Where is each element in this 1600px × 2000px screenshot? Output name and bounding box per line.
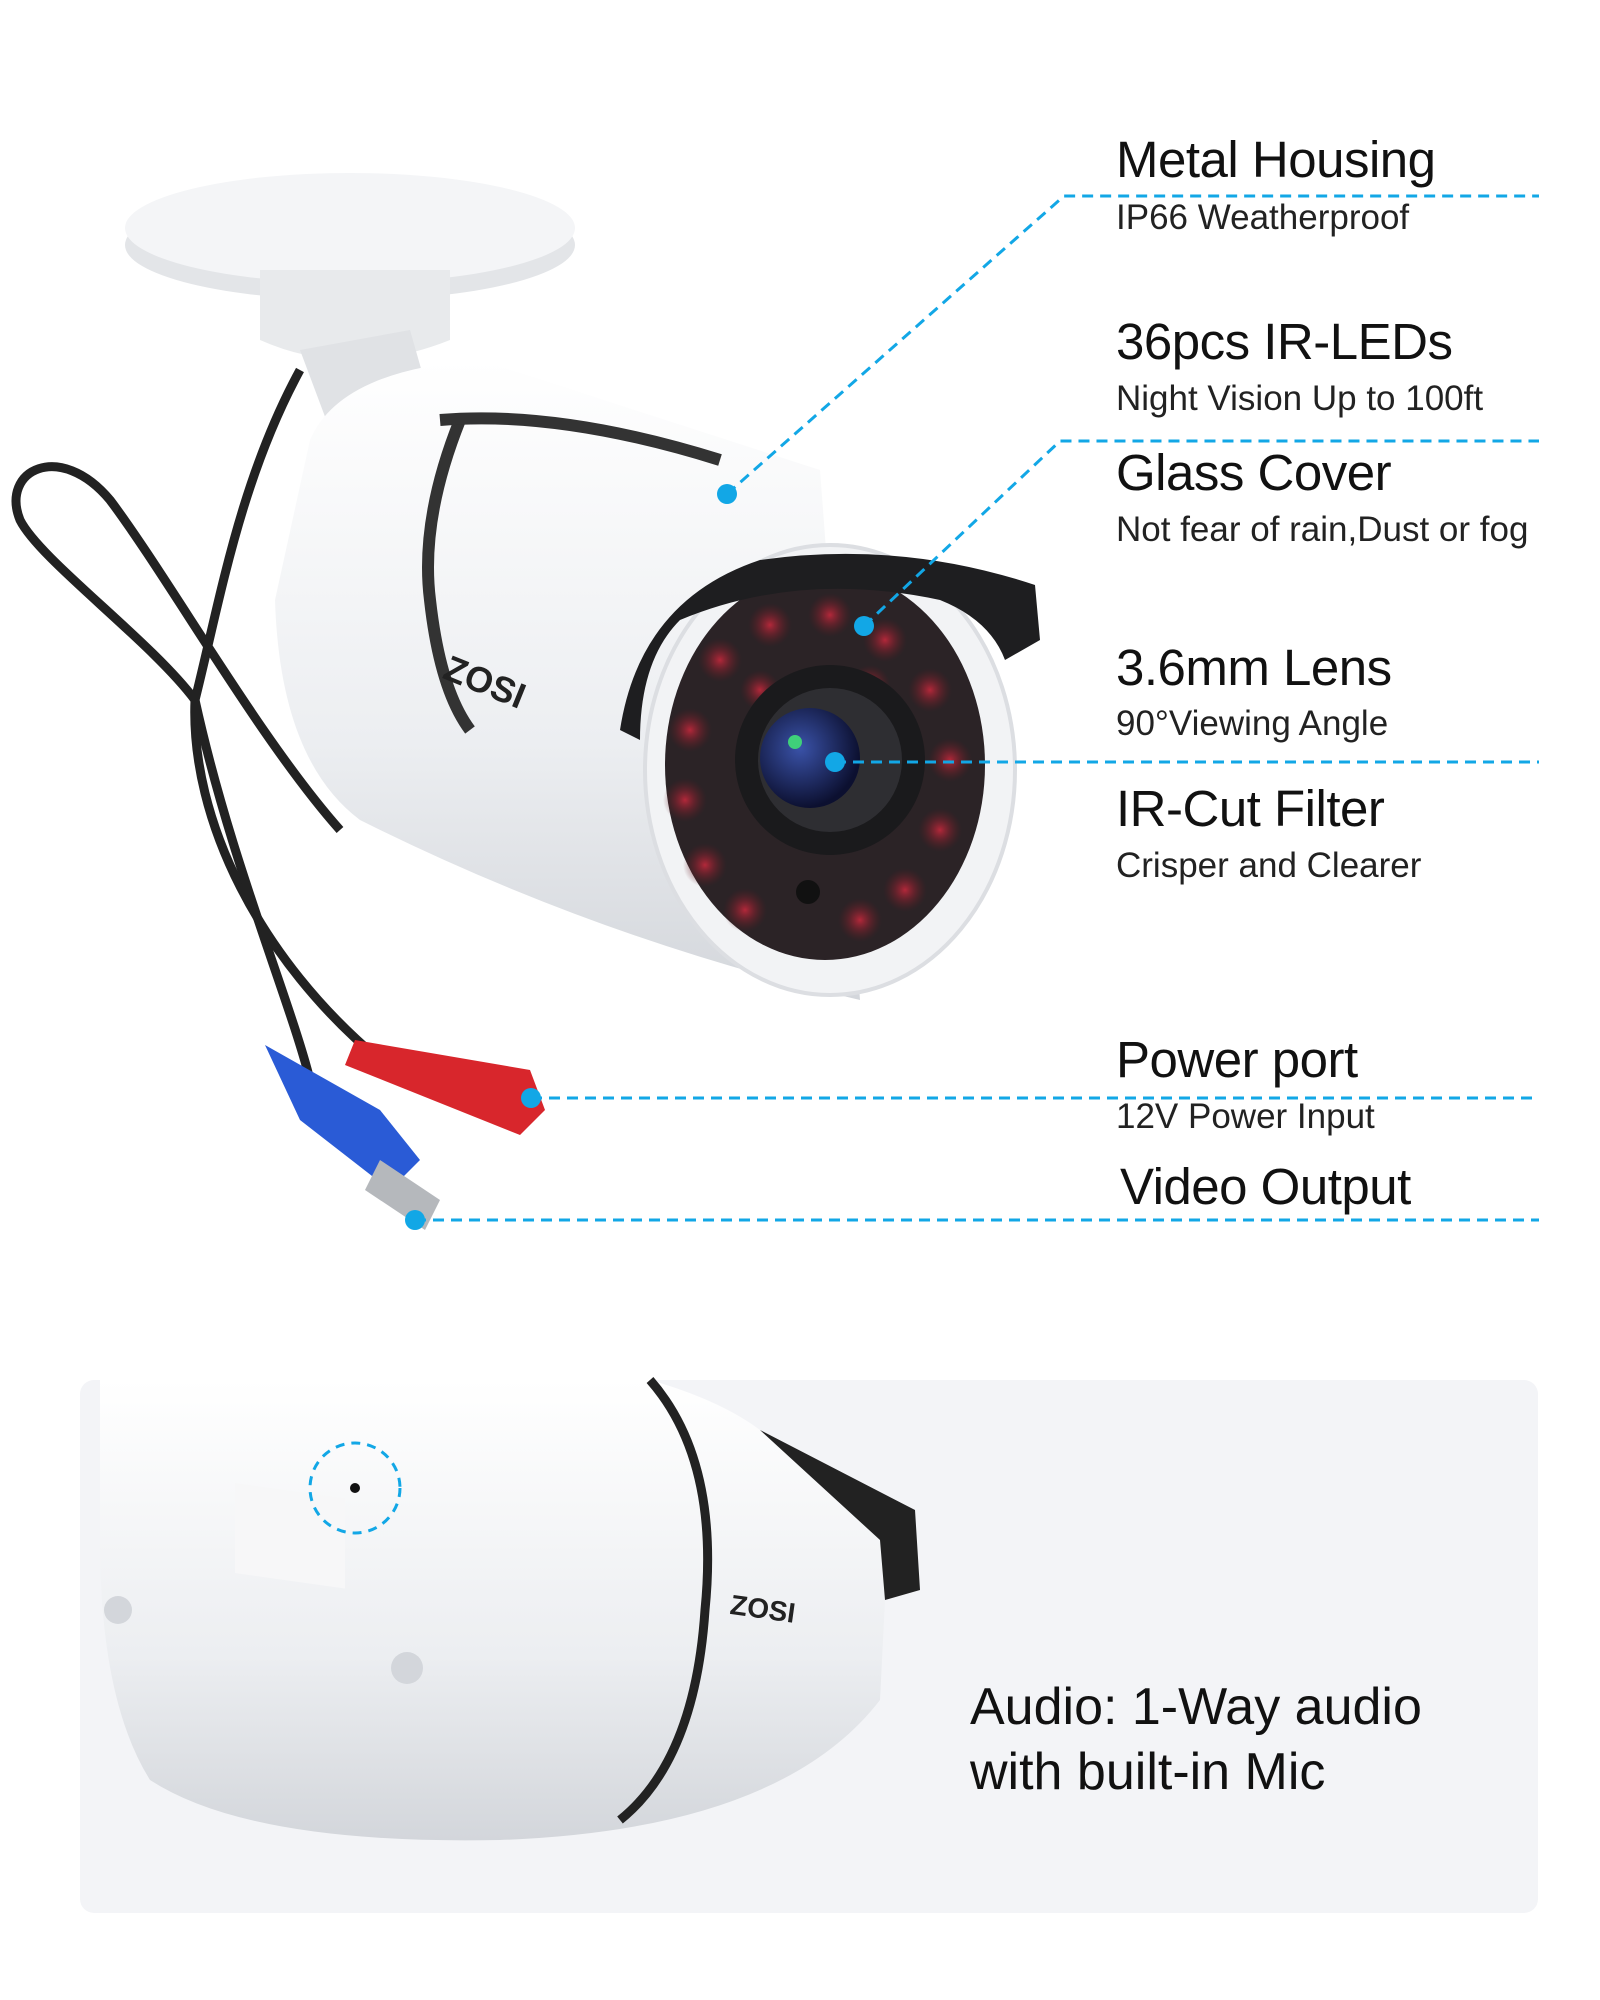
audio-caption: Audio: 1-Way audio with built-in Mic (970, 1675, 1422, 1805)
callout-lines (415, 194, 1539, 1222)
feature-title-video-output: Video Output (1120, 1158, 1411, 1215)
feature-subtitle-metal-housing: IP66 Weatherproof (1116, 198, 1410, 237)
callout-dots (405, 484, 874, 1230)
feature-title-lens: 3.6mm Lens (1116, 639, 1392, 696)
camera-side-view: ZOSI (100, 1377, 920, 1841)
feature-title-ir-leds: 36pcs IR-LEDs (1116, 313, 1453, 370)
feature-subtitle-ir-leds: Night Vision Up to 100ft (1116, 379, 1484, 418)
audio-line-2: with built-in Mic (970, 1743, 1326, 1801)
cable (11, 367, 383, 1082)
mic-highlight (308, 1441, 402, 1535)
feature-subtitle-glass-cover: Not fear of rain,Dust or fog (1116, 510, 1529, 549)
feature-subtitle-lens: 90°Viewing Angle (1116, 704, 1389, 743)
feature-title-power-port: Power port (1116, 1031, 1358, 1088)
feature-subtitle-ir-cut: Crisper and Clearer (1116, 846, 1422, 885)
camera-body: ZOSI (275, 360, 1040, 1000)
feature-subtitle-power-port: 12V Power Input (1116, 1097, 1375, 1136)
feature-title-glass-cover: Glass Cover (1116, 444, 1392, 501)
audio-line-1: Audio: 1-Way audio (970, 1678, 1422, 1736)
feature-title-metal-housing: Metal Housing (1116, 131, 1436, 188)
feature-title-ir-cut: IR-Cut Filter (1116, 780, 1385, 837)
